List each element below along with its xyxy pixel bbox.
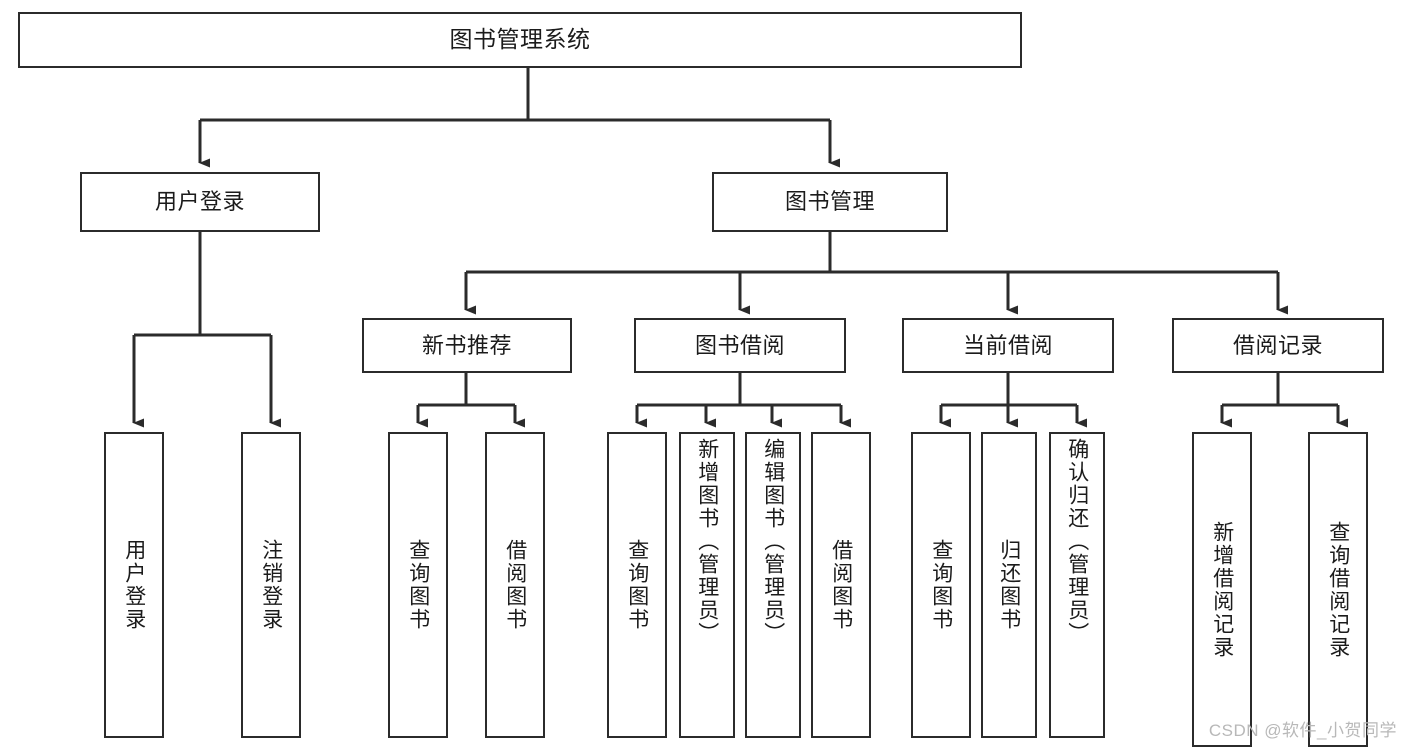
- node-label: 查询图书: [929, 539, 953, 631]
- node-label: 借阅图书: [503, 539, 527, 631]
- node-label: 图书管理: [784, 189, 875, 215]
- node-current-borrow[interactable]: 当前借阅: [902, 318, 1114, 373]
- leaf-query-book-borrow[interactable]: 查询图书: [607, 432, 667, 738]
- node-label: 用户登录: [154, 189, 245, 215]
- leaf-query-book-current[interactable]: 查询图书: [911, 432, 971, 738]
- node-label: 图书管理系统: [449, 26, 591, 53]
- watermark-text: CSDN @软件_小贺同学: [1208, 721, 1397, 740]
- leaf-confirm-return-admin[interactable]: 确认归还（管理员）: [1049, 432, 1105, 738]
- node-book-borrow[interactable]: 图书借阅: [634, 318, 846, 373]
- node-label: 确认归还（管理员）: [1065, 438, 1089, 645]
- leaf-add-borrow-record[interactable]: 新增借阅记录: [1192, 432, 1252, 747]
- leaf-borrow-book[interactable]: 借阅图书: [811, 432, 871, 738]
- node-user-login[interactable]: 用户登录: [80, 172, 320, 232]
- node-borrow-record[interactable]: 借阅记录: [1172, 318, 1384, 373]
- node-label: 查询借阅记录: [1326, 520, 1350, 659]
- node-label: 查询图书: [406, 539, 430, 631]
- leaf-edit-book-admin[interactable]: 编辑图书（管理员）: [745, 432, 801, 738]
- leaf-user-login[interactable]: 用户登录: [104, 432, 164, 738]
- node-label: 归还图书: [997, 539, 1021, 631]
- leaf-borrow-book-recommend[interactable]: 借阅图书: [485, 432, 545, 738]
- leaf-query-book-recommend[interactable]: 查询图书: [388, 432, 448, 738]
- node-label: 用户登录: [122, 539, 146, 631]
- node-label: 当前借阅: [962, 332, 1053, 358]
- node-book-management[interactable]: 图书管理: [712, 172, 948, 232]
- leaf-add-book-admin[interactable]: 新增图书（管理员）: [679, 432, 735, 738]
- node-label: 借阅记录: [1232, 332, 1323, 358]
- node-label: 编辑图书（管理员）: [761, 438, 785, 645]
- node-root-system[interactable]: 图书管理系统: [18, 12, 1022, 68]
- node-label: 新增图书（管理员）: [695, 438, 719, 645]
- leaf-query-borrow-record[interactable]: 查询借阅记录: [1308, 432, 1368, 747]
- node-label: 借阅图书: [829, 539, 853, 631]
- node-label: 查询图书: [625, 539, 649, 631]
- node-label: 注销登录: [259, 539, 283, 631]
- node-label: 新书推荐: [421, 332, 512, 358]
- node-label: 图书借阅: [694, 332, 785, 358]
- node-new-book-recommend[interactable]: 新书推荐: [362, 318, 572, 373]
- leaf-logout[interactable]: 注销登录: [241, 432, 301, 738]
- leaf-return-book[interactable]: 归还图书: [981, 432, 1037, 738]
- node-label: 新增借阅记录: [1210, 520, 1234, 659]
